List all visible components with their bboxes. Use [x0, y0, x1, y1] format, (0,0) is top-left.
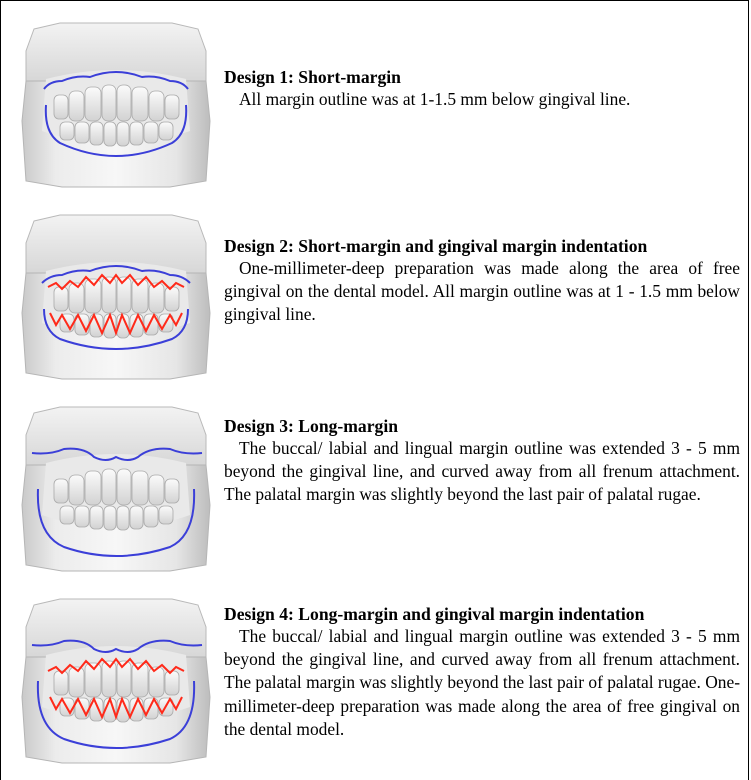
dental-model-image — [20, 597, 212, 765]
dental-model-image — [20, 21, 212, 189]
dental-model-image — [20, 213, 212, 381]
design-description: All margin outline was at 1-1.5 mm below… — [224, 88, 740, 111]
design-text: Design 4: Long-margin and gingival margi… — [224, 603, 740, 741]
design-text: Design 2: Short-margin and gingival marg… — [224, 235, 740, 327]
design-title: Design 4: Long-margin and gingival margi… — [224, 603, 740, 625]
design-title: Design 1: Short-margin — [224, 66, 740, 88]
design-description: The buccal/ labial and lingual margin ou… — [224, 625, 740, 741]
design-description: One-millimeter-deep preparation was made… — [224, 257, 740, 327]
design-text: Design 1: Short-margin All margin outlin… — [224, 66, 740, 111]
design-title: Design 2: Short-margin and gingival marg… — [224, 235, 740, 257]
dental-model-image — [20, 405, 212, 573]
design-text: Design 3: Long-margin The buccal/ labial… — [224, 415, 740, 507]
design-description: The buccal/ labial and lingual margin ou… — [224, 437, 740, 507]
design-title: Design 3: Long-margin — [224, 415, 740, 437]
